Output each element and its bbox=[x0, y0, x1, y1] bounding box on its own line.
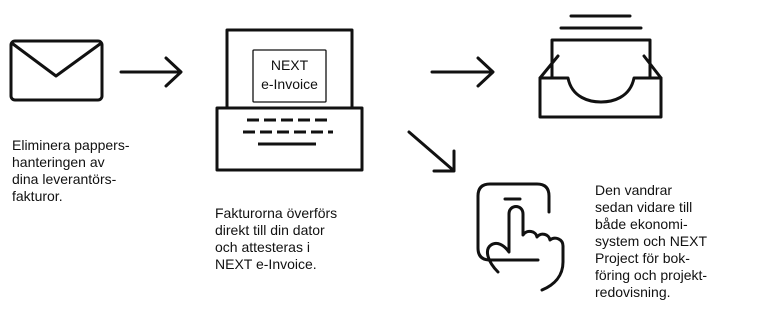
arrow-right-icon bbox=[430, 56, 495, 88]
step2-description: Fakturorna överförs direkt till din dato… bbox=[215, 205, 338, 272]
step3-description: Den vandrar sedan vidare till både ekono… bbox=[595, 182, 708, 300]
arrow-down-right-icon bbox=[407, 130, 456, 173]
envelope-icon bbox=[9, 39, 104, 102]
step1-description: Eliminera pappers- hanteringen av dina l… bbox=[12, 137, 130, 204]
laptop-screen-line2: e-Invoice bbox=[261, 76, 318, 92]
phone-touch-icon bbox=[476, 182, 565, 292]
arrow-right-icon bbox=[119, 56, 183, 88]
laptop-icon bbox=[215, 28, 364, 172]
inbox-tray-icon bbox=[538, 14, 663, 119]
laptop-screen-line1: NEXT bbox=[271, 57, 309, 73]
